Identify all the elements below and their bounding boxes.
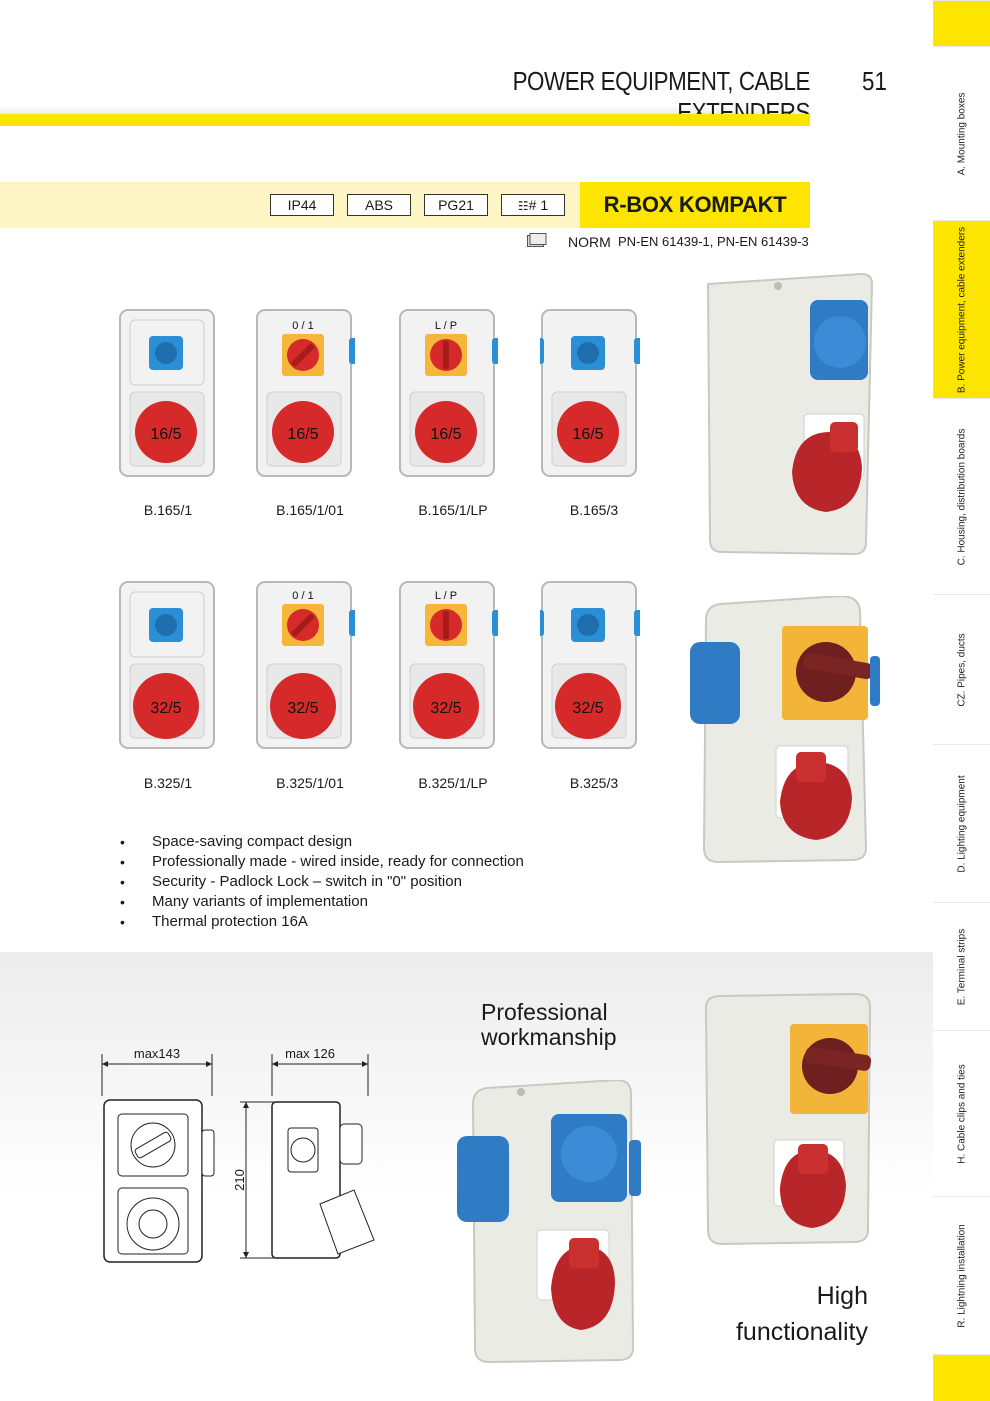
- product-code: B.325/1/LP: [418, 775, 488, 791]
- product-b165-3: 16/5: [540, 309, 640, 477]
- product-code: B.325/3: [569, 775, 619, 791]
- tab-lighting-equipment[interactable]: D. Lighting equipment: [933, 744, 990, 903]
- feature-text: Thermal protection 16A: [152, 913, 308, 930]
- page-number: 51: [862, 66, 887, 96]
- product-b325-1: 32/5: [119, 581, 215, 749]
- box-icon: ☷: [517, 199, 529, 213]
- tab-lightning-installation[interactable]: R. Lightning installation: [933, 1196, 990, 1355]
- tab-cable-clips[interactable]: H. Cable clips and ties: [933, 1030, 990, 1197]
- feature-text: Security - Padlock Lock – switch in "0" …: [152, 873, 462, 890]
- product-code: B.325/1/01: [276, 775, 344, 791]
- product-b325-3: 32/5: [540, 581, 640, 749]
- depth-dimension: max 126: [285, 1046, 335, 1061]
- product-name: R-BOX KOMPAKT: [580, 182, 810, 228]
- pack-badge: ☷# 1: [501, 194, 565, 216]
- tab-label: H. Cable clips and ties: [956, 1064, 967, 1164]
- product-photo-switch-socket-2: [704, 992, 872, 1246]
- bullet: •: [120, 914, 125, 930]
- tab-label: C. Housing, distribution boards: [956, 428, 967, 566]
- product-b165-1-01: 0 / 1 16/5: [256, 309, 355, 477]
- tab-terminal-strips[interactable]: E. Terminal strips: [933, 902, 990, 1031]
- switch-label: L / P: [435, 320, 457, 332]
- tab-top-cap: [933, 0, 990, 47]
- folder-icon: [527, 233, 547, 247]
- tab-label: E. Terminal strips: [956, 928, 967, 1006]
- feature-text: Many variants of implementation: [152, 893, 368, 910]
- product-photo-double-sockets: [457, 1080, 641, 1364]
- material-badge: ABS: [347, 194, 411, 216]
- tab-housing[interactable]: C. Housing, distribution boards: [933, 398, 990, 595]
- product-b165-1: 16/5: [119, 309, 215, 477]
- tab-mounting-boxes[interactable]: A. Mounting boxes: [933, 46, 990, 221]
- product-photo-switch-socket: [690, 596, 880, 864]
- ip-rating-badge: IP44: [270, 194, 334, 216]
- product-code: B.325/1: [143, 775, 193, 791]
- rating-label: 16/5: [150, 426, 181, 443]
- list-item: • Many variants of implementation: [120, 892, 524, 912]
- rating-label: 32/5: [572, 700, 603, 717]
- tab-label: A. Mounting boxes: [956, 92, 967, 176]
- product-code: B.165/1/01: [276, 502, 344, 518]
- tab-label: R. Lightning installation: [956, 1224, 967, 1328]
- caption-line: workmanship: [481, 1024, 617, 1050]
- caption-line: functionality: [735, 1318, 868, 1346]
- product-code: B.165/1: [143, 502, 193, 518]
- switch-label: 0 / 1: [292, 320, 313, 332]
- list-item: • Thermal protection 16A: [120, 912, 524, 932]
- width-dimension: max143: [134, 1046, 180, 1061]
- rating-label: 32/5: [287, 700, 318, 717]
- caption-line: High: [816, 1282, 868, 1310]
- dimension-drawing: max143 max 126 210: [101, 1046, 375, 1263]
- list-item: • Space-saving compact design: [120, 832, 524, 852]
- pack-value: # 1: [528, 197, 549, 213]
- header-shadow: [0, 106, 810, 114]
- product-b325-1-lp: L / P 32/5: [399, 581, 498, 749]
- norm-value: PN-EN 61439-1, PN-EN 61439-3: [618, 234, 809, 249]
- tab-bottom-cap: [933, 1354, 990, 1401]
- feature-list: • Space-saving compact design • Profession…: [120, 832, 524, 932]
- product-photo-single-sockets: [706, 272, 874, 556]
- feature-text: Space-saving compact design: [152, 833, 353, 850]
- bullet: •: [120, 894, 125, 910]
- norm-label: NORM: [568, 234, 611, 250]
- product-code: B.165/1/LP: [418, 502, 488, 518]
- rating-label: 32/5: [430, 700, 461, 717]
- tab-pipes-ducts[interactable]: CZ. Pipes, ducts: [933, 594, 990, 745]
- switch-label: 0 / 1: [292, 590, 313, 602]
- bullet: •: [120, 834, 125, 850]
- caption-line: Professional: [481, 999, 608, 1025]
- gland-badge: PG21: [424, 194, 488, 216]
- caption-professional: Professional workmanship: [481, 1000, 617, 1050]
- switch-label: L / P: [435, 590, 457, 602]
- feature-text: Professionally made - wired inside, read…: [152, 853, 524, 870]
- rating-label: 32/5: [150, 700, 181, 717]
- tab-power-equipment[interactable]: B. Power equipment, cable extenders: [933, 220, 990, 399]
- list-item: • Security - Padlock Lock – switch in "0"…: [120, 872, 524, 892]
- product-b325-1-01: 0 / 1 32/5: [256, 581, 355, 749]
- list-item: • Professionally made - wired inside, rea…: [120, 852, 524, 872]
- tab-label: B. Power equipment, cable extenders: [956, 226, 967, 394]
- rating-label: 16/5: [572, 426, 603, 443]
- product-b165-1-lp: L / P 16/5: [399, 309, 498, 477]
- bullet: •: [120, 874, 125, 890]
- tab-label: D. Lighting equipment: [956, 775, 967, 873]
- rating-label: 16/5: [430, 426, 461, 443]
- header-accent-bar: [0, 114, 810, 126]
- rating-label: 16/5: [287, 426, 318, 443]
- product-code: B.165/3: [569, 502, 619, 518]
- tab-label: CZ. Pipes, ducts: [956, 633, 967, 707]
- caption-high-functionality: High functionality: [700, 1278, 868, 1350]
- chapter-tabs: A. Mounting boxes B. Power equipment, ca…: [933, 0, 990, 1401]
- bullet: •: [120, 854, 125, 870]
- height-dimension: 210: [232, 1169, 247, 1191]
